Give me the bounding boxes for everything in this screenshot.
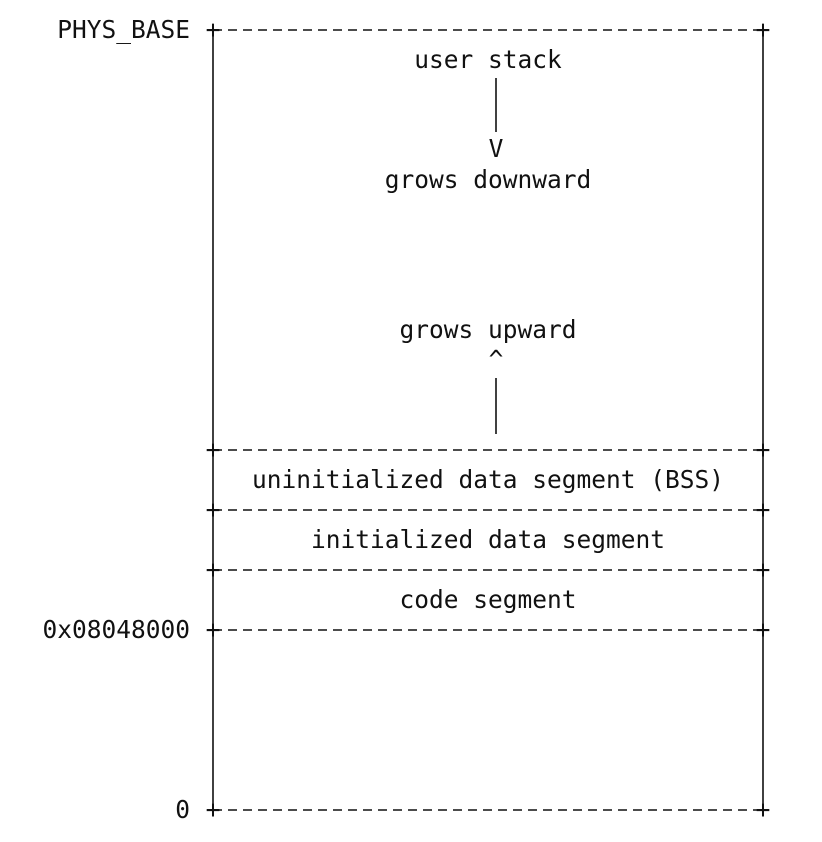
corner-plus: +: [206, 555, 221, 584]
user-stack-label: user stack: [414, 45, 562, 74]
code-segment-label: code segment: [399, 585, 576, 614]
up-arrow-icon: ^: [489, 345, 504, 374]
code-start-address-label: 0x08048000: [42, 615, 190, 644]
corner-plus: +: [756, 495, 771, 524]
grows-upward-label: grows upward: [399, 315, 576, 344]
corner-plus: +: [206, 435, 221, 464]
grows-downward-label: grows downward: [385, 165, 592, 194]
down-arrow-icon: V: [489, 134, 504, 163]
initialized-data-segment-label: initialized data segment: [311, 525, 665, 554]
corner-plus: +: [206, 15, 221, 44]
corner-plus: +: [756, 555, 771, 584]
corner-plus: +: [206, 495, 221, 524]
bss-segment-label: uninitialized data segment (BSS): [252, 465, 724, 494]
phys-base-label: PHYS_BASE: [57, 15, 190, 44]
corner-plus: +: [756, 435, 771, 464]
corner-plus: +: [206, 615, 221, 644]
corner-markers: + + + + + + + + + + + +: [206, 15, 771, 824]
zero-address-label: 0: [175, 795, 190, 824]
corner-plus: +: [756, 795, 771, 824]
corner-plus: +: [756, 15, 771, 44]
corner-plus: +: [756, 615, 771, 644]
corner-plus: +: [206, 795, 221, 824]
